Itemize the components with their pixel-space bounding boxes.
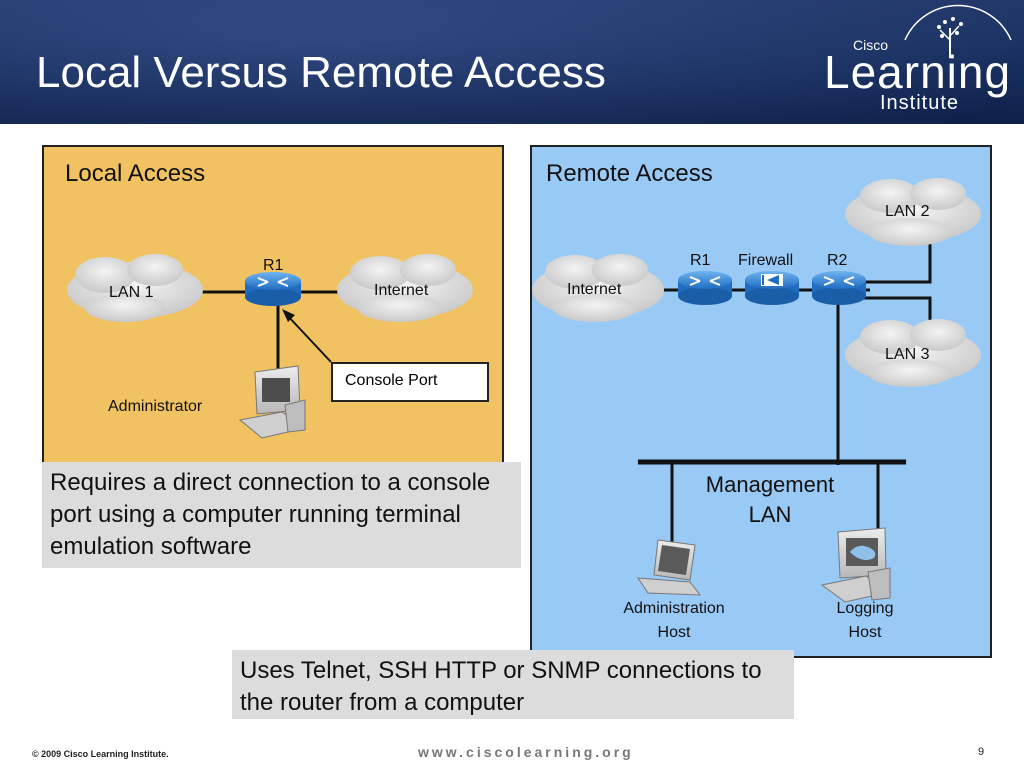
remote-access-note: Uses Telnet, SSH HTTP or SNMP connection…: [232, 650, 794, 719]
logging-host-label: Logging Host: [815, 597, 915, 645]
logging-host-line2: Host: [848, 624, 882, 641]
local-router-label: R1: [263, 257, 284, 274]
management-lan-label: Management LAN: [690, 470, 850, 530]
firewall-icon: [745, 271, 799, 305]
logo-brand-main: Learning: [824, 46, 1012, 98]
logging-host-pc-icon: [820, 527, 892, 603]
local-access-title: Local Access: [65, 160, 206, 187]
administration-host-label: Administration Host: [604, 597, 744, 645]
logging-host-line1: Logging: [836, 600, 894, 617]
logo-brand-sub: Institute: [880, 92, 960, 114]
local-internet-cloud-icon: [337, 254, 473, 322]
management-lan-line2: LAN: [748, 502, 792, 527]
local-internet-label: Internet: [374, 282, 429, 299]
console-port-callout: Console Port: [331, 362, 489, 402]
slide-title: Local Versus Remote Access: [36, 48, 606, 97]
remote-access-title: Remote Access: [546, 160, 713, 187]
footer-url[interactable]: www.ciscolearning.org: [418, 744, 634, 760]
remote-r1-label: R1: [690, 252, 711, 269]
remote-r2-router-icon: [812, 271, 866, 305]
logo-brand-top: Cisco: [853, 37, 889, 53]
lan3-cloud-icon: [845, 319, 981, 387]
lan3-label: LAN 3: [885, 346, 930, 363]
lan1-label: LAN 1: [109, 284, 154, 301]
remote-r1-router-icon: [678, 271, 732, 305]
page-number: 9: [978, 746, 985, 758]
remote-internet-cloud-icon: [532, 254, 664, 322]
laptop-icon: [637, 539, 702, 596]
remote-r2-label: R2: [827, 252, 848, 269]
administration-host-line2: Host: [657, 624, 691, 641]
local-access-note: Requires a direct connection to a consol…: [42, 462, 521, 568]
slide-header: Local Versus Remote Access Cisco Learnin…: [0, 0, 1024, 124]
administrator-pc-icon: [238, 365, 307, 439]
lan1-cloud-icon: [67, 254, 203, 322]
management-lan-line1: Management: [705, 472, 835, 497]
footer-copyright: © 2009 Cisco Learning Institute.: [32, 749, 169, 759]
lan2-label: LAN 2: [885, 203, 930, 220]
administration-host-line1: Administration: [623, 600, 725, 617]
logo-tree-icon: [904, 4, 1012, 58]
administrator-label: Administrator: [108, 398, 203, 415]
header-sheen: [0, 0, 1024, 124]
lan2-cloud-icon: [845, 178, 981, 246]
local-router-icon: [245, 272, 301, 306]
firewall-label: Firewall: [738, 252, 794, 269]
remote-internet-label: Internet: [567, 281, 622, 298]
